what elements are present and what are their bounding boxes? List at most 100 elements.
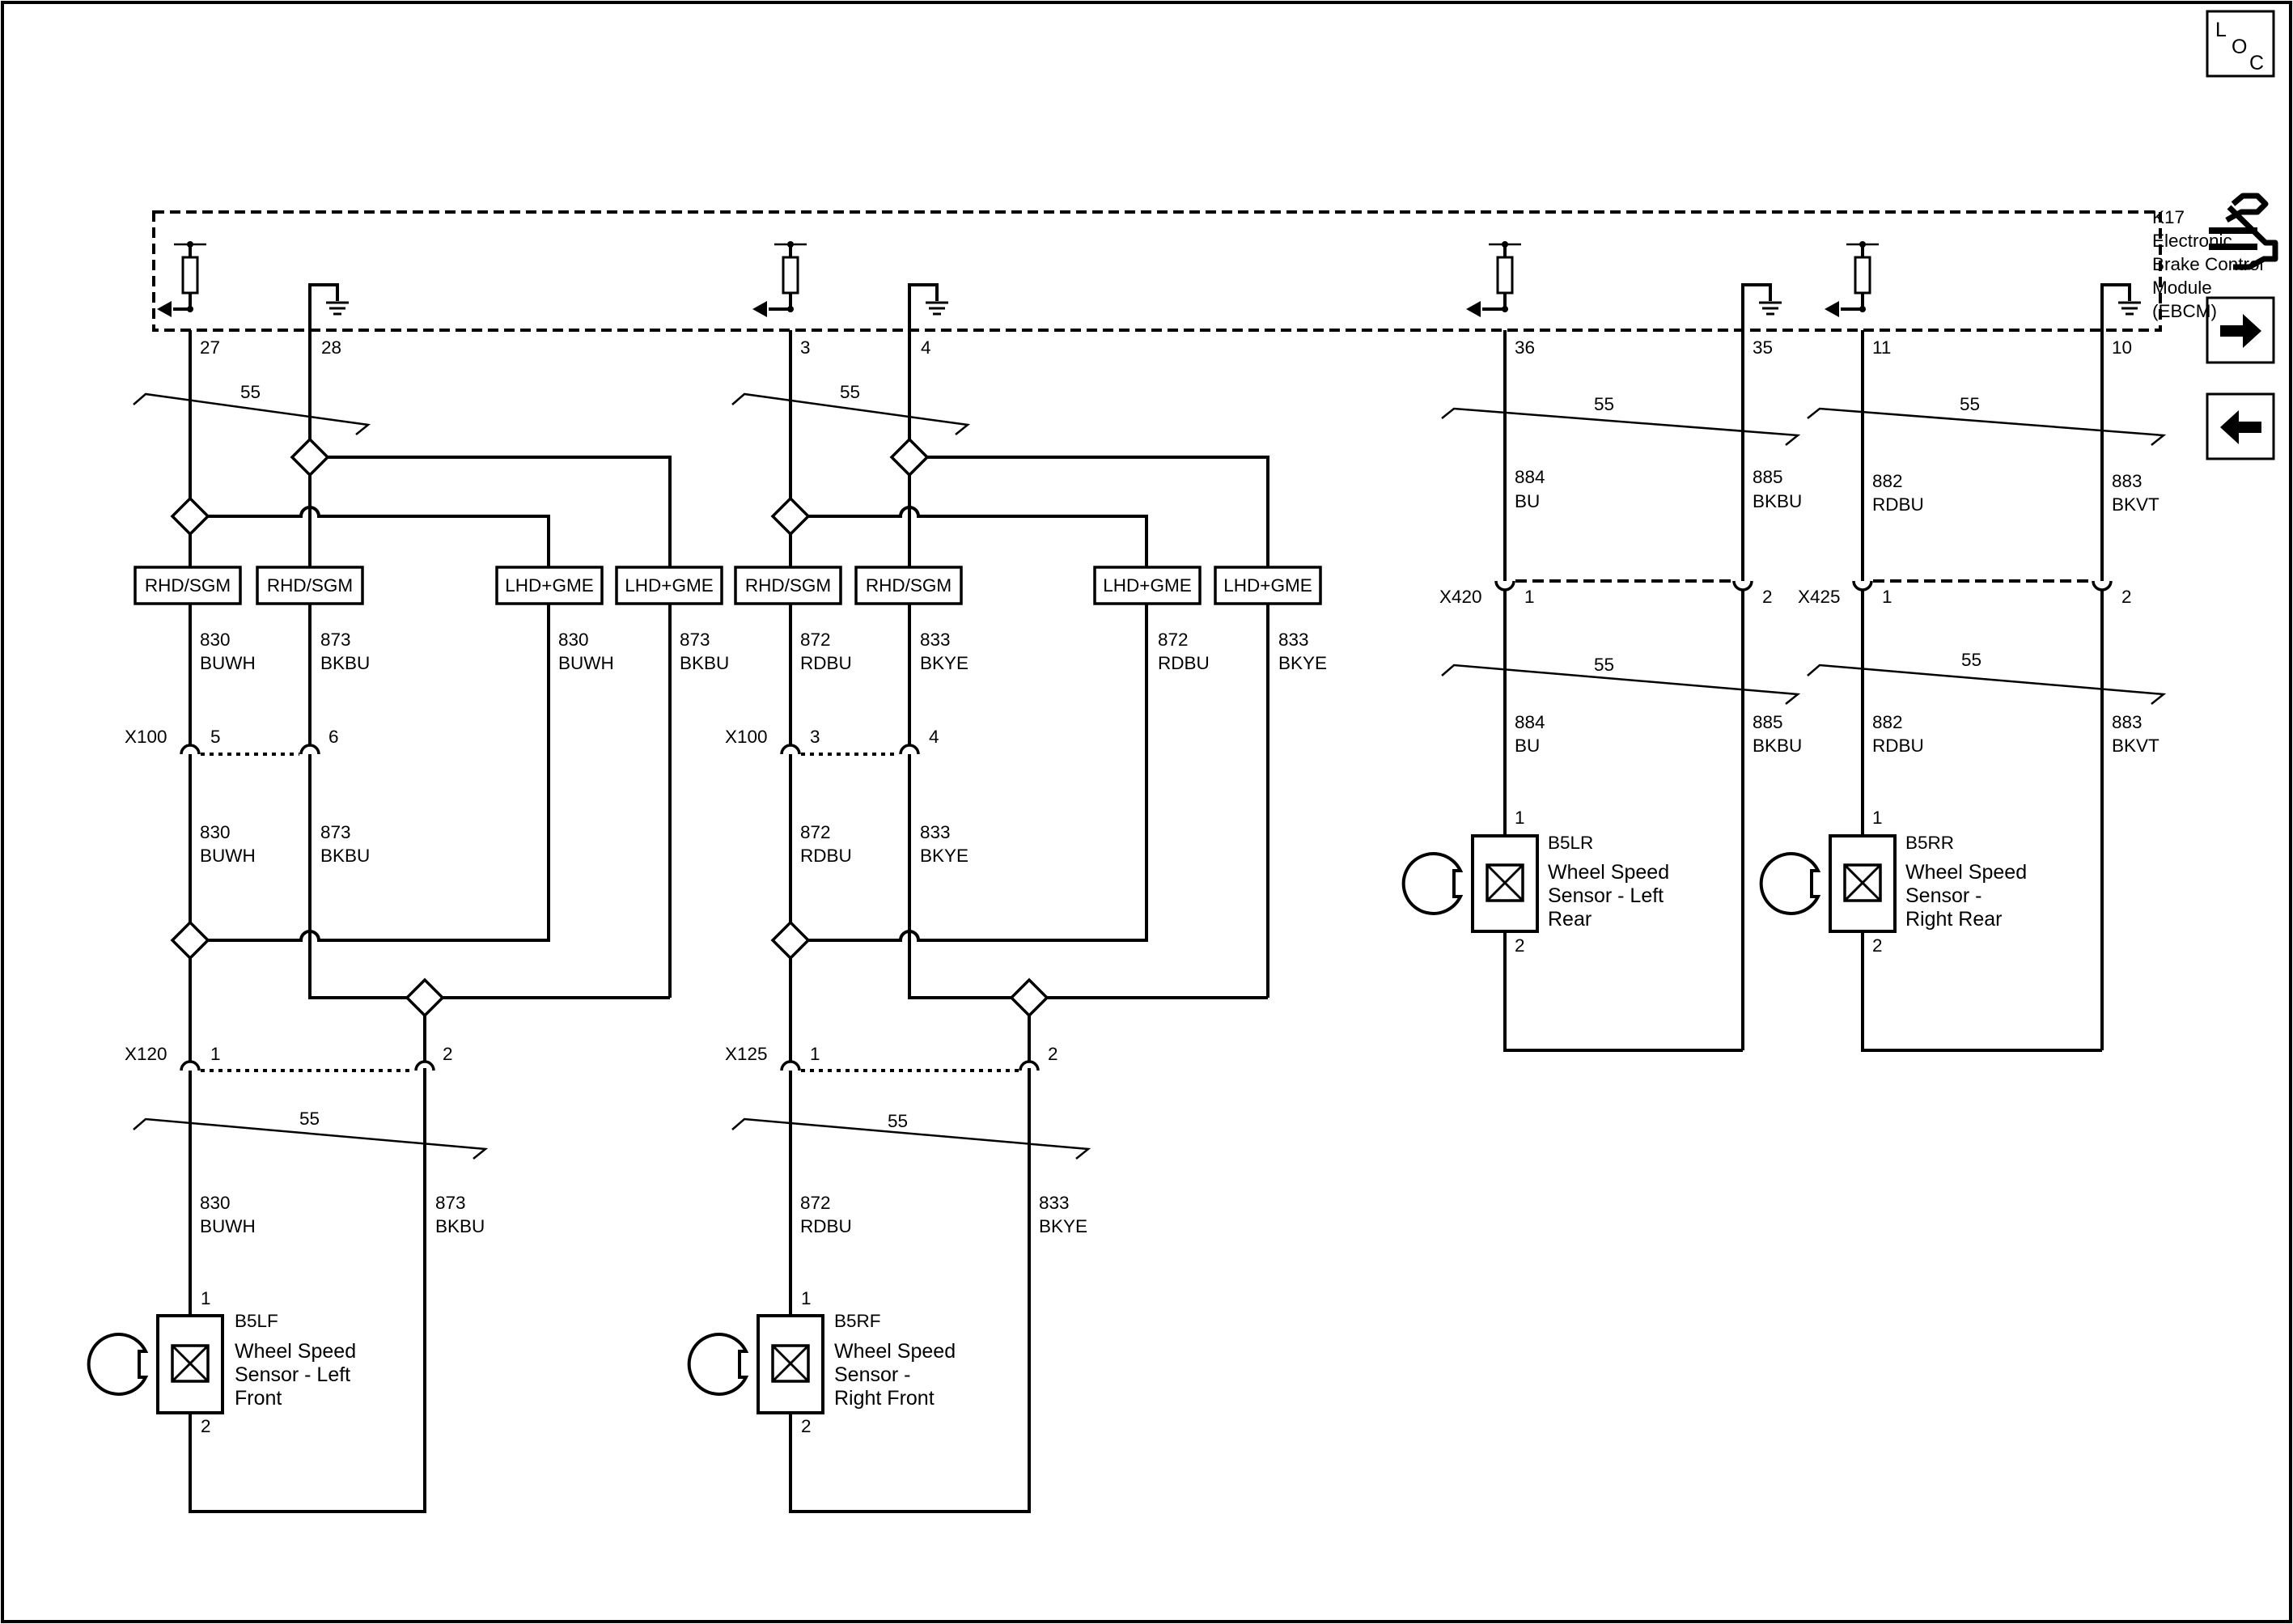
option-code: LHD+GME xyxy=(1103,575,1191,596)
splice xyxy=(770,920,811,960)
module-name-line1: Electronic xyxy=(2152,231,2232,251)
option-code: RHD/SGM xyxy=(866,575,952,596)
wire-circuit: 833 xyxy=(1278,630,1309,650)
ground-pin-35 xyxy=(1741,283,1782,1050)
wire-circuit: 885 xyxy=(1753,467,1783,487)
connector-ref: X120 xyxy=(125,1044,167,1064)
wire-color: BKYE xyxy=(920,846,968,866)
wire-circuit: 830 xyxy=(200,822,231,842)
wire-circuit: 884 xyxy=(1515,467,1545,487)
sensor-name-line1: Wheel Speed xyxy=(834,1340,956,1363)
tone-ring-icon xyxy=(87,1333,149,1396)
wire-color: BKYE xyxy=(920,653,968,673)
harness-size: 55 xyxy=(1594,655,1614,675)
tone-ring-icon xyxy=(1401,852,1464,915)
tone-ring-icon xyxy=(1759,852,1821,915)
wire-circuit: 833 xyxy=(1039,1193,1070,1213)
harness-mark xyxy=(133,392,371,435)
wire-circuit: 833 xyxy=(920,630,951,650)
signal-pin-3 xyxy=(752,241,807,317)
wire-circuit: 873 xyxy=(320,822,351,842)
sensor-name-line2: Sensor - xyxy=(834,1363,910,1386)
connector-pin: 6 xyxy=(328,727,339,747)
option-code: LHD+GME xyxy=(1223,575,1312,596)
wire-color: BU xyxy=(1515,736,1540,756)
sensor-name-line2: Sensor - xyxy=(1905,884,1981,907)
pin-label: 36 xyxy=(1515,337,1535,358)
sensor-name-line3: Right Front xyxy=(834,1387,935,1410)
wire-color: RDBU xyxy=(800,846,852,866)
wire-color: BKBU xyxy=(320,846,370,866)
loc-letter-o: O xyxy=(2232,36,2247,58)
sensor-ref: B5LR xyxy=(1548,833,1593,853)
wheel-speed-sensor-lr: 1 2 B5LR Wheel Speed Sensor - Left Rear xyxy=(1401,808,1669,956)
harness-mark xyxy=(1807,407,2167,446)
sensor-pin: 2 xyxy=(201,1416,211,1436)
prev-page-button[interactable] xyxy=(2206,392,2275,460)
wire-color: BUWH xyxy=(558,653,614,673)
harness-mark xyxy=(133,1117,489,1160)
harness-mark xyxy=(731,1117,1091,1160)
wire-circuit: 873 xyxy=(680,630,710,650)
splice xyxy=(405,977,445,1018)
section-left-rear: 36 35 55 884 BU 885 BKBU X420 1 2 55 884… xyxy=(1401,241,1802,1052)
signal-pin-36 xyxy=(1466,241,1521,317)
sensor-ref: B5RF xyxy=(834,1311,881,1331)
sensor-pin: 2 xyxy=(1872,935,1883,956)
sensor-name-line3: Front xyxy=(235,1387,282,1410)
splice xyxy=(889,437,930,477)
pin-label: 11 xyxy=(1872,337,1891,358)
connector-ref: X125 xyxy=(725,1044,768,1064)
next-page-button[interactable] xyxy=(2206,296,2275,364)
ebcm-module-box xyxy=(152,210,2162,332)
wire-color: BKBU xyxy=(320,653,370,673)
harness-mark xyxy=(1441,664,1801,705)
connector-ref: X420 xyxy=(1439,587,1482,607)
loc-letter-l: L xyxy=(2215,19,2227,41)
wire-color: RDBU xyxy=(1158,653,1210,673)
sensor-pin: 1 xyxy=(1872,808,1883,828)
sensor-name-line1: Wheel Speed xyxy=(235,1340,356,1363)
option-code: LHD+GME xyxy=(505,575,593,596)
pin-label: 35 xyxy=(1753,337,1773,358)
wire-circuit: 873 xyxy=(320,630,351,650)
module-label: K17 Electronic Brake Control Module (EBC… xyxy=(2152,207,2264,321)
wire-color: BKYE xyxy=(1278,653,1327,673)
sensor-pin: 2 xyxy=(1515,935,1525,956)
pin-label: 4 xyxy=(921,337,931,358)
harness-size: 55 xyxy=(1960,394,1980,414)
harness-mark xyxy=(1807,664,2167,705)
sensor-pin: 1 xyxy=(801,1288,812,1308)
tone-ring-icon xyxy=(687,1333,749,1396)
arrow-right-icon xyxy=(2220,314,2261,348)
wheel-speed-sensor-lf: 1 2 B5LF Wheel Speed Sensor - Left Front xyxy=(87,1288,356,1436)
option-code: RHD/SGM xyxy=(267,575,353,596)
sensor-pin: 1 xyxy=(1515,808,1525,828)
harness-size: 55 xyxy=(1961,650,1981,670)
connector-pin: 2 xyxy=(1762,587,1773,607)
wire-circuit: 830 xyxy=(558,630,589,650)
connector-ref: X425 xyxy=(1798,587,1841,607)
harness-size: 55 xyxy=(299,1109,320,1129)
wire-circuit: 872 xyxy=(1158,630,1189,650)
splice xyxy=(1009,977,1049,1018)
wire-color: BUWH xyxy=(200,653,256,673)
module-connector-icon xyxy=(2209,193,2278,270)
wire-circuit: 884 xyxy=(1515,712,1545,732)
wire-circuit: 872 xyxy=(800,630,831,650)
loc-button[interactable]: L O C xyxy=(2206,10,2275,78)
splice xyxy=(290,437,330,477)
wire-circuit: 882 xyxy=(1872,471,1903,491)
harness-size: 55 xyxy=(840,382,860,402)
sensor-name-line3: Right Rear xyxy=(1905,908,2003,931)
sensor-name-line1: Wheel Speed xyxy=(1548,861,1669,884)
module-name-line4: (EBCM) xyxy=(2152,301,2217,321)
sensor-pin: 1 xyxy=(201,1288,211,1308)
wire-circuit: 883 xyxy=(2112,471,2143,491)
sensor-pin: 2 xyxy=(801,1416,812,1436)
wire-color: BKYE xyxy=(1039,1216,1087,1236)
option-code: RHD/SGM xyxy=(145,575,231,596)
wheel-speed-sensor-rf: 1 2 B5RF Wheel Speed Sensor - Right Fron… xyxy=(687,1288,956,1436)
